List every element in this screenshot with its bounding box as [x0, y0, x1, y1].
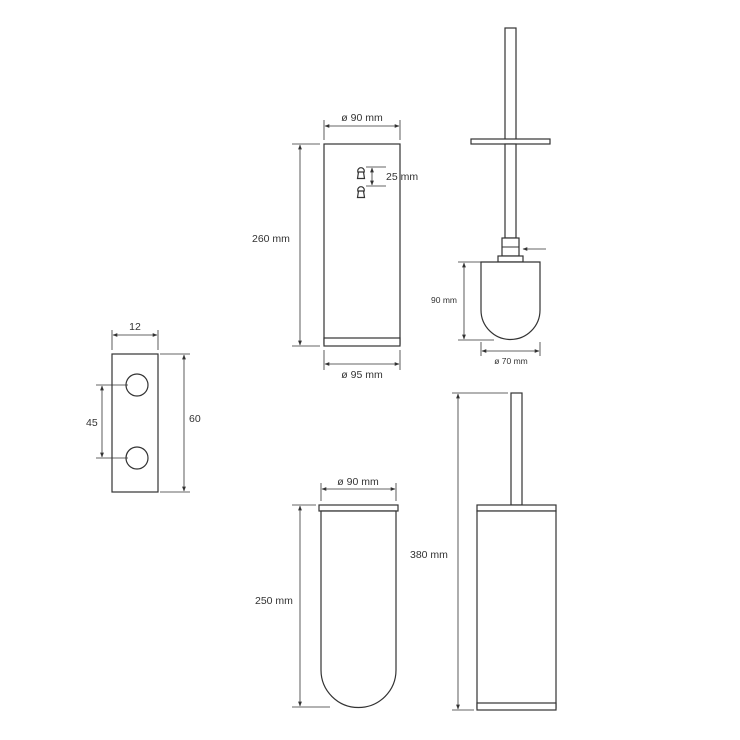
brush-head: [480, 261, 541, 341]
assembled-base-ring: [476, 702, 557, 711]
container-top-diameter-label: ø 90 mm: [341, 112, 383, 124]
keyhole-icon: [356, 167, 366, 180]
keyhole-icon: [356, 186, 366, 199]
container-height-label: 260 mm: [252, 233, 290, 245]
assembled-lid: [476, 504, 557, 512]
cup-view: ø 90 mm 250 mm: [255, 476, 399, 709]
cup-diameter-label: ø 90 mm: [337, 476, 379, 488]
assembled-body: [476, 510, 557, 709]
brush-shaft: [504, 143, 517, 239]
bracket-width-label: 12: [129, 321, 141, 333]
cup-height-label: 250 mm: [255, 595, 293, 607]
brush-head-diameter-label: ø 70 mm: [494, 356, 528, 366]
keyhole-spacing-label: 25 mm: [386, 171, 418, 183]
bracket-hole-top: [125, 373, 149, 397]
assembled-view: 380 mm: [410, 392, 557, 711]
assembly-height-label: 380 mm: [410, 549, 448, 561]
assembled-handle: [510, 392, 523, 506]
cup-body: [320, 510, 397, 709]
container-front-view: 25 mm ø 90 mm ø 95 mm 260 mm: [252, 112, 418, 381]
bracket-height-label: 60: [189, 413, 201, 425]
cup-rim: [318, 504, 399, 512]
container-base-ring: [323, 337, 401, 347]
brush-handle: [504, 27, 517, 141]
brush-head-height-label: 90 mm: [431, 295, 457, 305]
wall-bracket-view: 12 60 45: [86, 321, 201, 493]
brush-view: 90 mm ø 70 mm: [431, 27, 551, 366]
brush-lid-disc: [470, 138, 551, 145]
bracket-hole-bottom: [125, 446, 149, 470]
bracket-hole-spacing-label: 45: [86, 417, 98, 429]
brush-collar: [497, 255, 524, 263]
container-bottom-diameter-label: ø 95 mm: [341, 369, 383, 381]
